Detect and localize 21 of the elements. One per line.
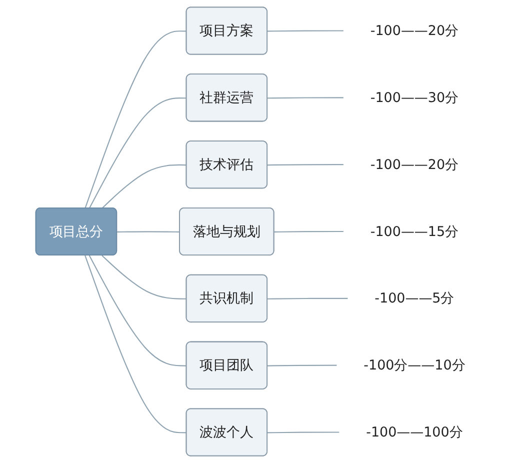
- node-text: -100——20分: [370, 156, 459, 172]
- node-text: -100——15分: [370, 223, 459, 240]
- node-text: -100——30分: [370, 89, 459, 106]
- node-text: -100——5分: [374, 290, 454, 306]
- connector: [268, 432, 340, 434]
- connector: [88, 255, 187, 366]
- connector: [117, 231, 180, 232]
- connector: [88, 98, 187, 209]
- connector: [268, 97, 344, 99]
- connector: [102, 255, 187, 300]
- connector: [268, 164, 344, 166]
- connector: [84, 30, 187, 209]
- connector: [102, 164, 187, 209]
- connector: [84, 255, 187, 434]
- connector: [268, 298, 348, 300]
- connector: [268, 30, 344, 32]
- connector: [274, 230, 344, 232]
- node-text: -100分——10分: [364, 357, 466, 374]
- node-text: -100——100分: [366, 424, 463, 440]
- connector: [268, 364, 337, 366]
- node-text: -100——20分: [370, 22, 459, 39]
